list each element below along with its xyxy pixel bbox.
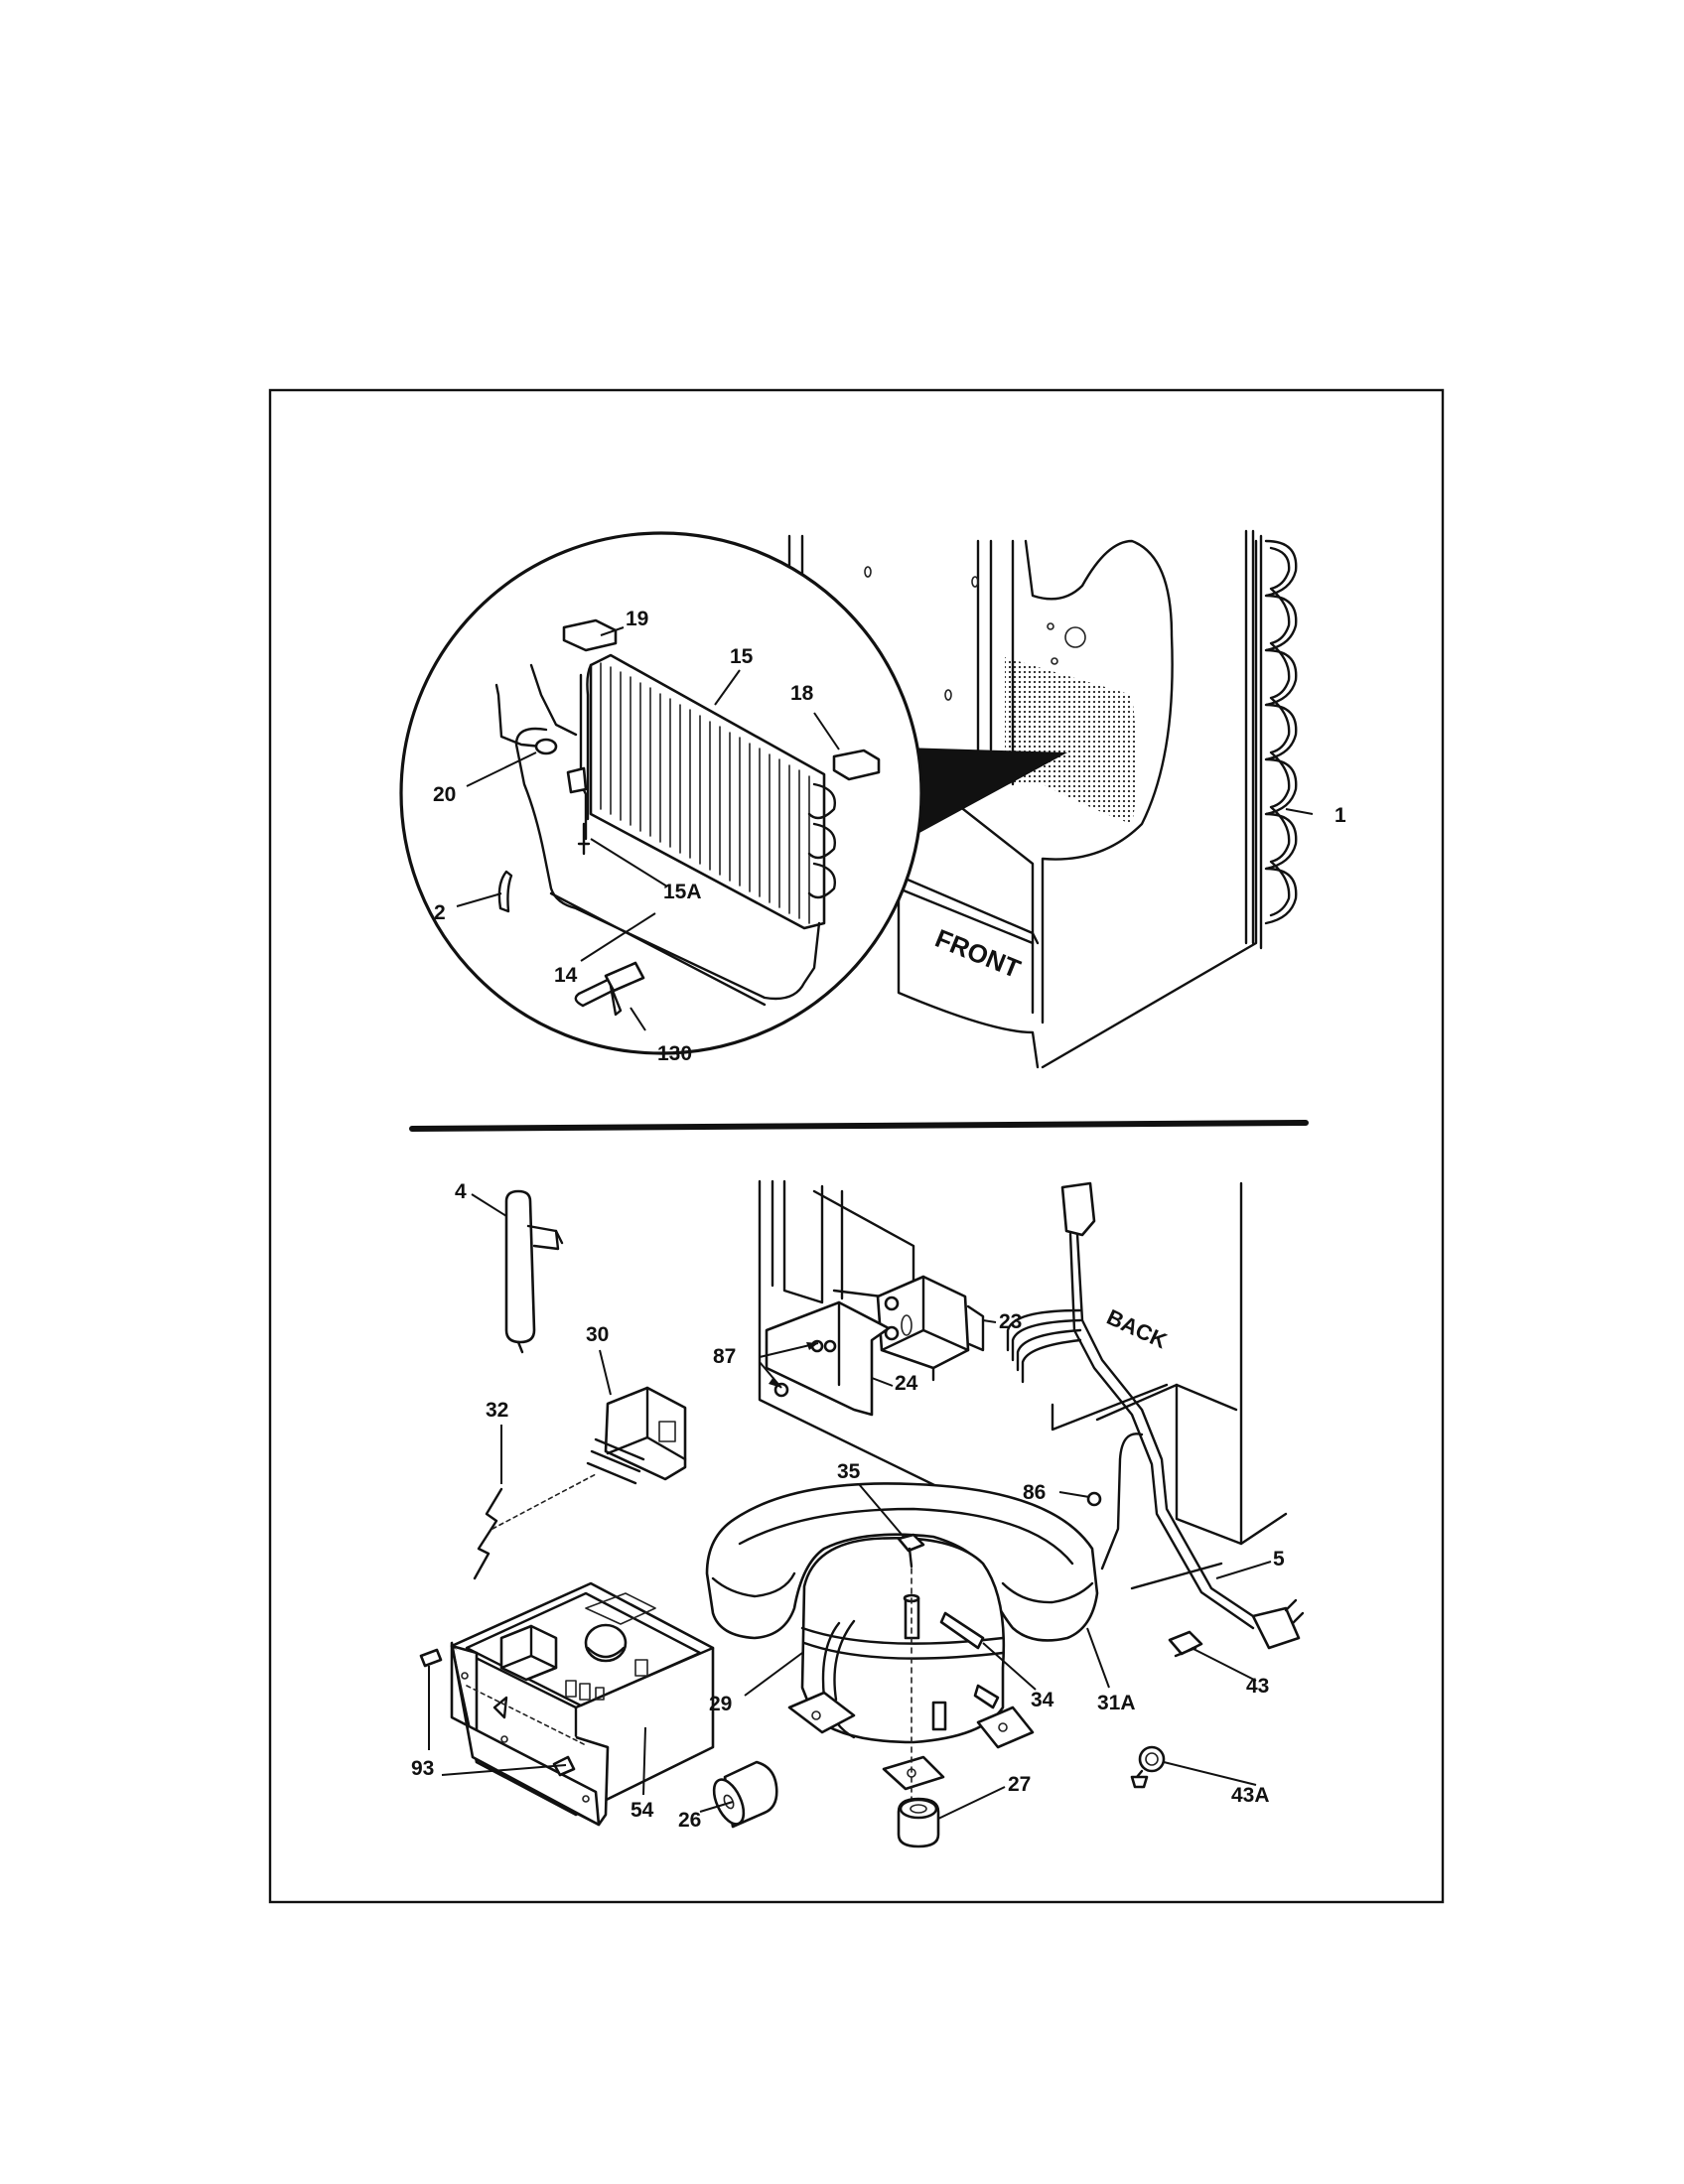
callout-27: 27 (1008, 1773, 1031, 1796)
timer-bracket (765, 1300, 891, 1417)
callout-19: 19 (626, 608, 648, 630)
callout-labels: 19 15 18 20 15A 2 14 130 1 4 30 32 87 23… (411, 608, 1346, 1832)
callout-130: 130 (657, 1042, 692, 1065)
screw (897, 1533, 925, 1553)
wire-harness (1006, 1181, 1305, 1650)
callout-2: 2 (434, 901, 446, 924)
relay (586, 1386, 687, 1485)
callout-23: 23 (999, 1310, 1022, 1333)
section-divider (409, 1120, 1309, 1132)
callout-35: 35 (837, 1460, 861, 1483)
callout-14: 14 (554, 964, 578, 987)
control-board-box (450, 1581, 715, 1827)
callout-29: 29 (709, 1693, 732, 1715)
callout-24: 24 (895, 1372, 918, 1395)
front-label: FRONT (931, 923, 1025, 984)
wire (473, 1487, 503, 1580)
condenser-coil (1244, 529, 1298, 950)
grommet (897, 1797, 940, 1848)
leader-lines (428, 626, 1314, 1820)
callout-86: 86 (1023, 1481, 1046, 1504)
callout-4: 4 (455, 1180, 467, 1203)
callout-20: 20 (433, 783, 456, 806)
callout-32: 32 (486, 1399, 508, 1422)
callout-31a: 31A (1097, 1692, 1136, 1714)
callout-93: 93 (411, 1757, 434, 1780)
ring-clamp (1130, 1745, 1166, 1789)
callout-26: 26 (678, 1809, 701, 1832)
machine-compartment (758, 1179, 1288, 1546)
callout-43: 43 (1246, 1675, 1269, 1698)
capacitor (712, 1760, 778, 1829)
defrost-timer (876, 1275, 985, 1382)
callout-43a: 43A (1231, 1784, 1270, 1807)
cable-clamp (1168, 1630, 1203, 1656)
callout-15a: 15A (663, 881, 702, 903)
evaporator-detail (494, 618, 881, 1017)
callout-54: 54 (631, 1799, 654, 1822)
compressor (787, 1537, 1035, 1791)
callout-87: 87 (713, 1345, 736, 1368)
callout-15: 15 (730, 645, 754, 668)
callout-30: 30 (586, 1323, 609, 1346)
diagram-frame (268, 388, 1445, 1904)
callout-18: 18 (790, 682, 814, 705)
callout-1: 1 (1334, 804, 1346, 827)
callout-5: 5 (1273, 1548, 1285, 1570)
drier (504, 1189, 564, 1354)
back-label: BACK (1103, 1304, 1171, 1354)
callout-34: 34 (1031, 1689, 1054, 1711)
